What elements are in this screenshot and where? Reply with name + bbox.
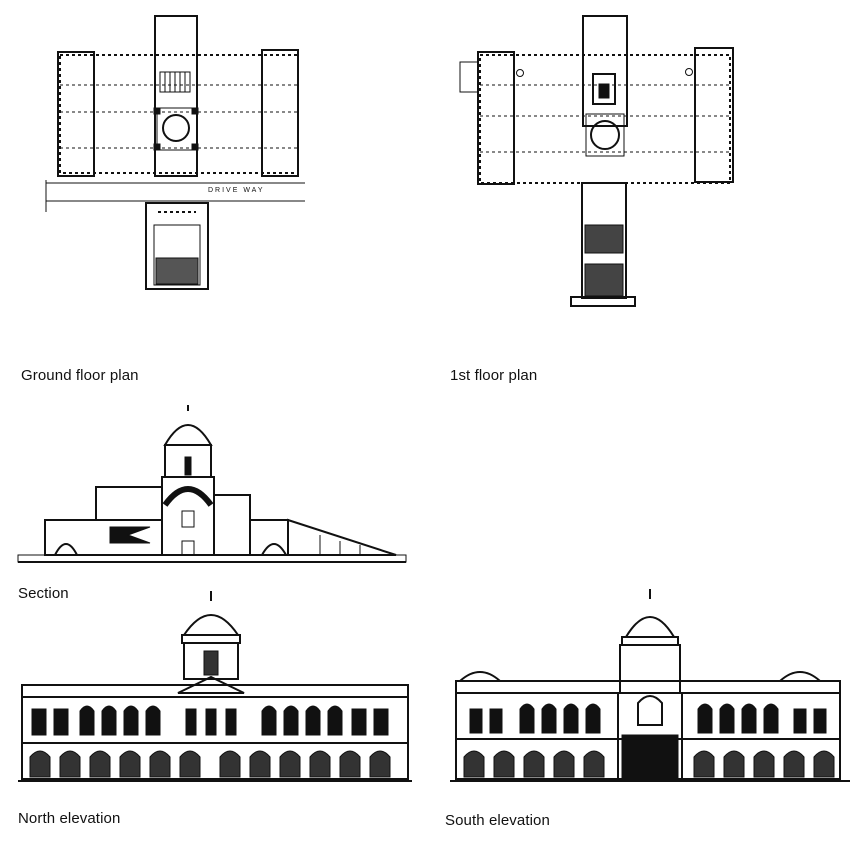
south-lower-arcade: [463, 750, 835, 778]
ground-floor-plan: DRIVE WAY Ground floor plan: [0, 0, 320, 384]
north-elevation-drawing: [18, 591, 412, 782]
north-elevation-panel: North elevation: [0, 585, 430, 835]
north-upper-windows: [31, 705, 389, 736]
first-floor-caption: 1st floor plan: [450, 367, 538, 384]
first-floor-plan: 1st floor plan: [440, 0, 750, 384]
south-upper-windows: [469, 703, 827, 734]
north-elevation-caption: North elevation: [18, 810, 121, 827]
north-lower-arcade: [29, 750, 391, 778]
section-drawing-panel: Section: [0, 395, 420, 605]
ground-floor-caption: Ground floor plan: [21, 367, 139, 384]
drive-way-label: DRIVE WAY: [208, 187, 265, 194]
first-floor-plan-drawing: [459, 15, 734, 307]
section-caption: Section: [18, 585, 69, 602]
south-elevation-panel: South elevation: [440, 585, 850, 835]
section-drawing: [17, 405, 407, 563]
ground-floor-plan-drawing: [45, 15, 305, 290]
south-elevation-caption: South elevation: [445, 812, 550, 829]
south-elevation-drawing: [450, 589, 850, 782]
